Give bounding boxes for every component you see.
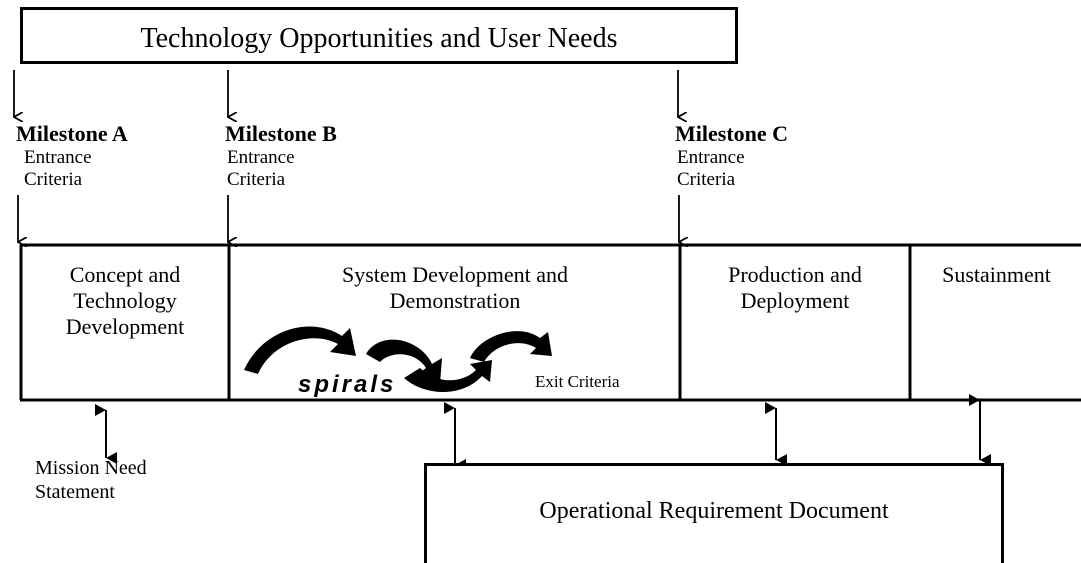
- milestone-c-line1: Entrance: [677, 147, 745, 168]
- milestone-a: Milestone A Entrance Criteria: [16, 121, 128, 191]
- phase-sustainment-line1: Sustainment: [942, 262, 1051, 287]
- exit-criteria-label: Exit Criteria: [535, 372, 620, 391]
- mission-need-label: Mission Need Statement: [35, 456, 147, 504]
- spirals-graphic: [244, 326, 552, 392]
- milestone-c-line2: Criteria: [677, 169, 736, 190]
- ord-box: Operational Requirement Document: [424, 463, 1004, 563]
- milestone-a-line1: Entrance: [24, 147, 92, 168]
- phase-sdd-line2: Demonstration: [389, 288, 521, 313]
- phase-sdd-line1: System Development and: [341, 262, 569, 287]
- phase-production-line1: Production and: [728, 262, 862, 287]
- milestone-c-title: Milestone C: [675, 121, 789, 146]
- ord-label: Operational Requirement Document: [539, 498, 889, 524]
- spirals-label: spirals: [298, 371, 397, 398]
- milestone-b-line1: Entrance: [227, 147, 295, 168]
- milestone-b-title: Milestone B: [225, 121, 337, 146]
- phase-production-line2: Deployment: [740, 288, 850, 313]
- phase-production: Production and Deployment: [682, 262, 908, 314]
- needs-box: Technology Opportunities and User Needs: [20, 7, 738, 64]
- milestone-a-line2: Criteria: [24, 169, 83, 190]
- mission-need-line1: Mission Need: [35, 457, 147, 479]
- phase-concept-line1: Concept and: [69, 262, 181, 287]
- milestone-b-line2: Criteria: [227, 169, 286, 190]
- phase-concept-line3: Development: [65, 314, 185, 339]
- phase-concept: Concept and Technology Development: [24, 262, 226, 340]
- milestone-a-title: Milestone A: [16, 121, 128, 146]
- milestone-b: Milestone B Entrance Criteria: [225, 121, 337, 191]
- phase-sustainment: Sustainment: [912, 262, 1081, 288]
- mission-need-line2: Statement: [35, 481, 115, 503]
- phase-sdd: System Development and Demonstration: [232, 262, 678, 314]
- milestone-c: Milestone C Entrance Criteria: [675, 121, 788, 191]
- phase-concept-line2: Technology: [73, 288, 177, 313]
- needs-title: Technology Opportunities and User Needs: [140, 23, 618, 54]
